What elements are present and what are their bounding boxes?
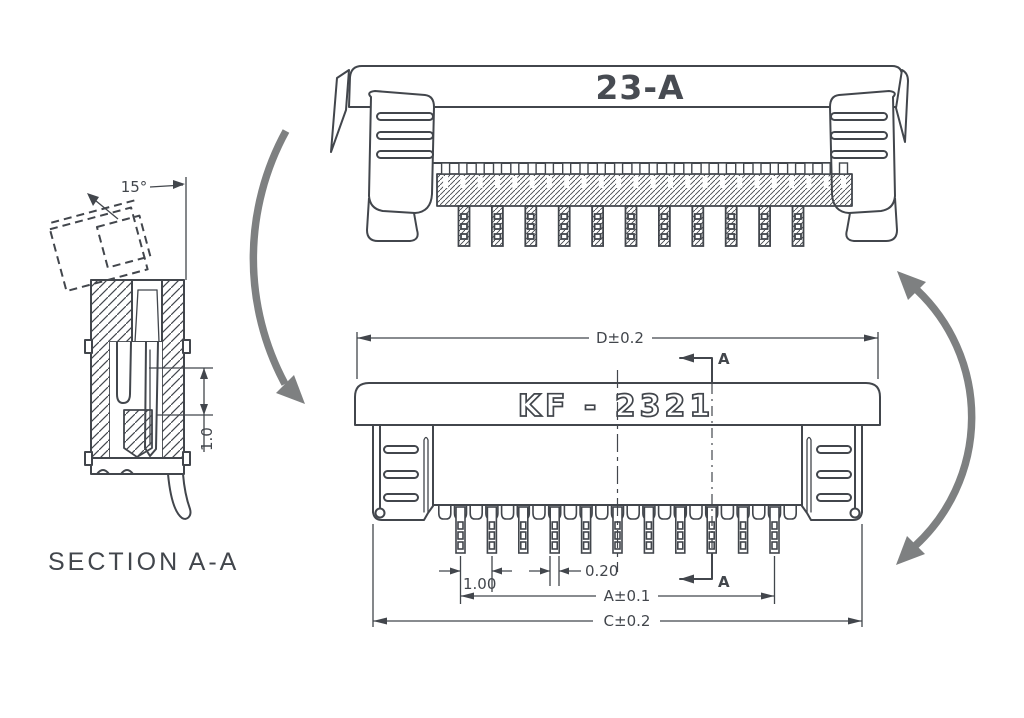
front-left-latch [372,424,434,521]
section-title: SECTION A-A [48,548,239,576]
dimension-pitch-label: 1.00 [463,575,496,593]
contact-front-beam [116,341,132,404]
rotate-arrow-right [896,271,976,565]
dimension-pin-span: A±0.1 [460,556,776,605]
section-marker-top-label: A [718,350,730,368]
top-contact-row [440,162,849,188]
dimension-d-label: D±0.2 [596,329,644,347]
section-view: 15° [48,177,239,576]
rotate-arrow-left [249,111,306,404]
dimension-a-label: A±0.1 [604,587,651,605]
front-right-latch [801,424,863,521]
dimension-pin-width-label: 0.20 [585,562,618,580]
angle-label: 15° [121,178,148,196]
dimension-pitch: 1.00 [439,556,512,604]
front-view-marking: KF - 2321 [518,389,715,424]
dimension-pin-width: 0.20 [529,556,618,586]
solder-lead [167,473,192,520]
top-solder-tails [457,205,805,247]
top-view-marking: 23-A [595,68,684,107]
contact-height-dimension: 1.0 [149,367,216,452]
section-marker-bottom: A [679,553,730,591]
angle-dimension: 15° [87,177,187,280]
dimension-overall-bottom: C±0.2 [372,524,863,630]
section-marker-top: A [679,350,730,383]
front-view: A A D±0.2 1.00 [354,329,881,630]
contact-band [436,173,853,207]
actuator-open-dashed-outline [48,198,152,293]
contact-height-label: 1.0 [198,427,216,451]
dimension-overall-top: D±0.2 [356,329,879,379]
left-latch [366,90,435,242]
dimension-c-label: C±0.2 [604,612,651,630]
section-body [84,279,192,520]
section-marker-bottom-label: A [718,573,730,591]
top-view: 23-A [330,65,909,247]
